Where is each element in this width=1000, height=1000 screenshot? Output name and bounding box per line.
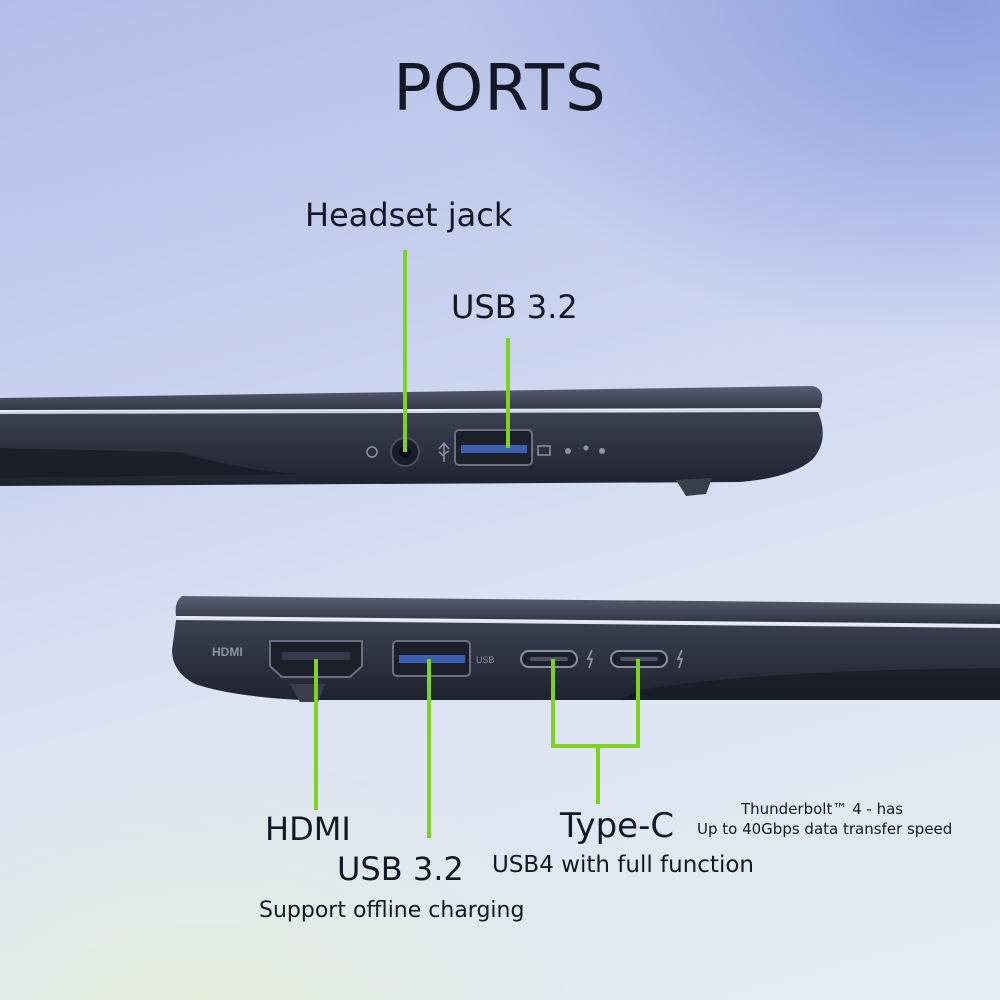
- callout-line-typec-bracket: [551, 659, 640, 748]
- hdmi-label: HDMI: [265, 810, 351, 848]
- usb-bottom-label: USB 3.2: [337, 850, 464, 888]
- callout-lines: [314, 250, 640, 838]
- thunderbolt-icon: [586, 649, 594, 669]
- usb-top-label: USB 3.2: [451, 288, 578, 326]
- type-c-description: USB4 with full function: [492, 852, 754, 878]
- thunderbolt-icon: [676, 649, 684, 669]
- usb-icon: [438, 441, 450, 462]
- status-light: [565, 448, 571, 454]
- type-c-label: Type-C: [560, 806, 675, 846]
- page-title: PORTS: [393, 52, 607, 126]
- headphone-icon: [366, 446, 378, 458]
- hdmi-port-print: HDMI: [212, 645, 243, 659]
- laptop-right-side: [0, 386, 823, 496]
- usb-bottom-description: Support offline charging: [259, 898, 525, 923]
- usb-port-print: USB: [476, 655, 495, 665]
- battery-icon: [537, 445, 551, 456]
- status-light: [599, 448, 605, 454]
- charging-icon: [583, 445, 589, 451]
- thunderbolt-note-line2: Up to 40Gbps data transfer speed: [697, 820, 953, 838]
- thunderbolt-note-line1: Thunderbolt™ 4 - has: [741, 800, 904, 818]
- laptop-left-side: HDMI USB: [172, 596, 1000, 702]
- headset-jack-label: Headset jack: [305, 196, 513, 234]
